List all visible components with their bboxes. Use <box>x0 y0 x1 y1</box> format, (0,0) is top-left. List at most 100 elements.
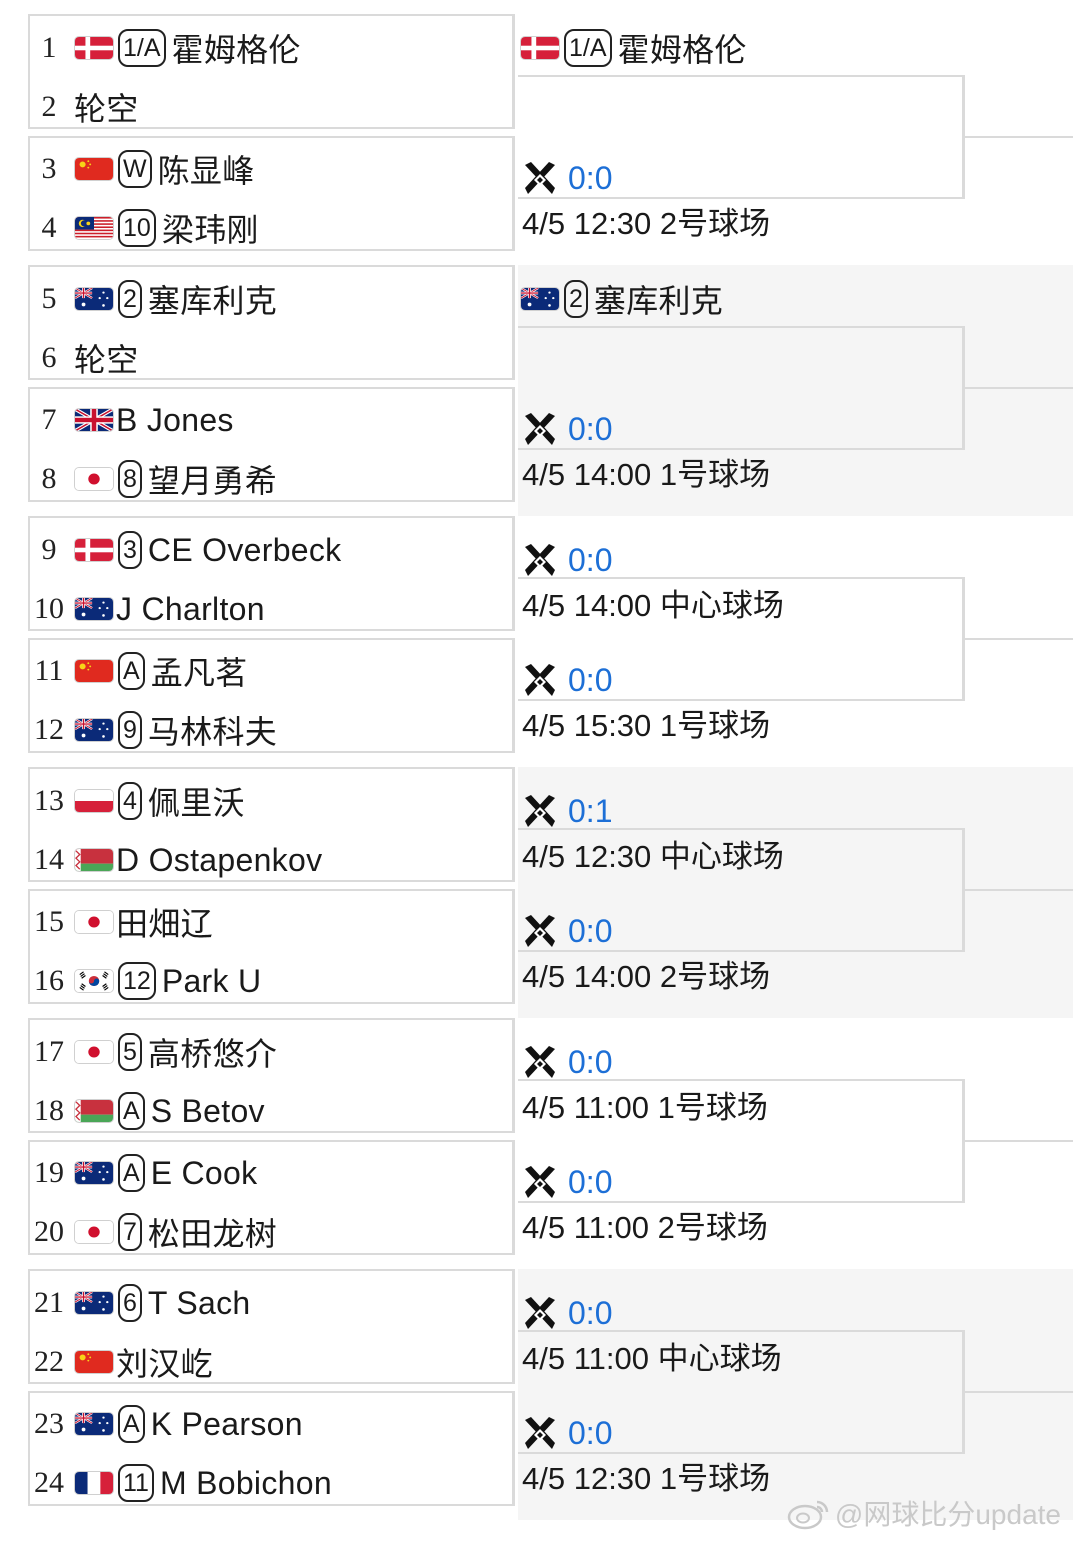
match-schedule: 4/5 11:00 1号球场 <box>522 1090 768 1125</box>
weibo-watermark: @网球比分update <box>787 1493 1061 1533</box>
score-value[interactable]: 0:0 <box>568 159 613 196</box>
player-name[interactable]: 孟凡茗 <box>150 655 248 691</box>
player-name[interactable]: D Ostapenkov <box>116 841 323 878</box>
player-name[interactable]: 佩里沃 <box>147 785 245 821</box>
player-name[interactable]: J Charlton <box>116 590 265 627</box>
uk-flag-icon <box>74 408 114 432</box>
draw-row[interactable]: 15 田畑辽 <box>28 892 515 952</box>
draw-position: 2 <box>41 90 57 123</box>
score-value[interactable]: 0:0 <box>568 1163 613 1200</box>
player-name[interactable]: 梁玮刚 <box>161 212 259 248</box>
round2-box <box>518 828 965 952</box>
player-name[interactable]: 松田龙树 <box>147 1216 278 1252</box>
match-score[interactable]: 0:0 <box>522 1293 612 1333</box>
score-value[interactable]: 0:1 <box>568 792 613 829</box>
player-name[interactable]: 望月勇希 <box>147 463 278 499</box>
draw-position: 15 <box>34 905 64 938</box>
crossed-rackets-icon <box>525 915 555 947</box>
player-name[interactable]: CE Overbeck <box>147 531 342 568</box>
japan-flag-icon <box>74 467 114 491</box>
match-score[interactable]: 0:0 <box>522 540 612 580</box>
player-name[interactable]: K Pearson <box>150 1405 303 1442</box>
score-value[interactable]: 0:0 <box>568 1294 613 1331</box>
player-name[interactable]: S Betov <box>150 1092 265 1129</box>
player-name[interactable]: M Bobichon <box>159 1464 332 1501</box>
section-band <box>518 1269 1073 1520</box>
player-name[interactable]: 马林科夫 <box>147 714 278 750</box>
match-schedule: 4/5 14:00 2号球场 <box>522 959 771 994</box>
seed-tag: 9 <box>118 711 142 749</box>
match-score[interactable]: 0:1 <box>522 791 612 831</box>
score-value[interactable]: 0:0 <box>568 661 613 698</box>
draw-position: 12 <box>34 713 64 746</box>
player-name[interactable]: 塞库利克 <box>593 283 724 319</box>
match-pair-box <box>28 265 515 380</box>
bye-label[interactable]: 轮空 <box>74 342 139 378</box>
draw-position: 16 <box>34 964 64 997</box>
china-flag-icon <box>74 157 114 181</box>
match-score[interactable]: 0:0 <box>522 660 612 700</box>
match-score[interactable]: 0:0 <box>522 158 612 198</box>
player-name[interactable]: 高桥悠介 <box>147 1036 278 1072</box>
player-name[interactable]: 田畑辽 <box>116 906 213 942</box>
match-score[interactable]: 0:0 <box>522 1042 612 1082</box>
score-value[interactable]: 0:0 <box>568 1043 613 1080</box>
player-name[interactable]: T Sach <box>147 1284 251 1321</box>
player-name[interactable]: 刘汉屹 <box>116 1346 213 1382</box>
seed-tag: 11 <box>118 1464 154 1502</box>
draw-position: 24 <box>34 1466 64 1499</box>
player-name[interactable]: Park U <box>161 962 262 999</box>
match-schedule: 4/5 14:00 1号球场 <box>522 457 771 492</box>
draw-row[interactable]: 2 轮空 <box>28 77 515 137</box>
score-value[interactable]: 0:0 <box>568 410 613 447</box>
player-name[interactable]: 霍姆格伦 <box>617 32 747 68</box>
bracket-connector <box>965 889 1073 891</box>
score-value[interactable]: 0:0 <box>568 912 613 949</box>
australia-flag-icon <box>74 1412 114 1436</box>
crossed-rackets-icon <box>525 162 555 194</box>
score-value[interactable]: 0:0 <box>568 541 613 578</box>
player-name[interactable]: E Cook <box>150 1154 258 1191</box>
player-name[interactable]: 陈显峰 <box>157 153 255 189</box>
match-score[interactable]: 0:0 <box>522 1413 612 1453</box>
section-band <box>518 265 1073 516</box>
seed-tag: A <box>118 1092 145 1130</box>
crossed-rackets-icon <box>525 1046 555 1078</box>
match-score[interactable]: 0:0 <box>522 409 612 449</box>
player-name[interactable]: B Jones <box>116 401 234 438</box>
player-name[interactable]: 霍姆格伦 <box>171 32 301 68</box>
match-score[interactable]: 0:0 <box>522 1162 612 1202</box>
draw-position: 4 <box>41 211 57 244</box>
match-score[interactable]: 0:0 <box>522 911 612 951</box>
score-value[interactable]: 0:0 <box>568 1414 613 1451</box>
draw-position: 23 <box>34 1407 64 1440</box>
australia-flag-icon <box>74 1291 114 1315</box>
player-name[interactable]: 塞库利克 <box>147 283 278 319</box>
bye-label[interactable]: 轮空 <box>74 91 139 127</box>
seed-tag: 8 <box>118 460 142 498</box>
